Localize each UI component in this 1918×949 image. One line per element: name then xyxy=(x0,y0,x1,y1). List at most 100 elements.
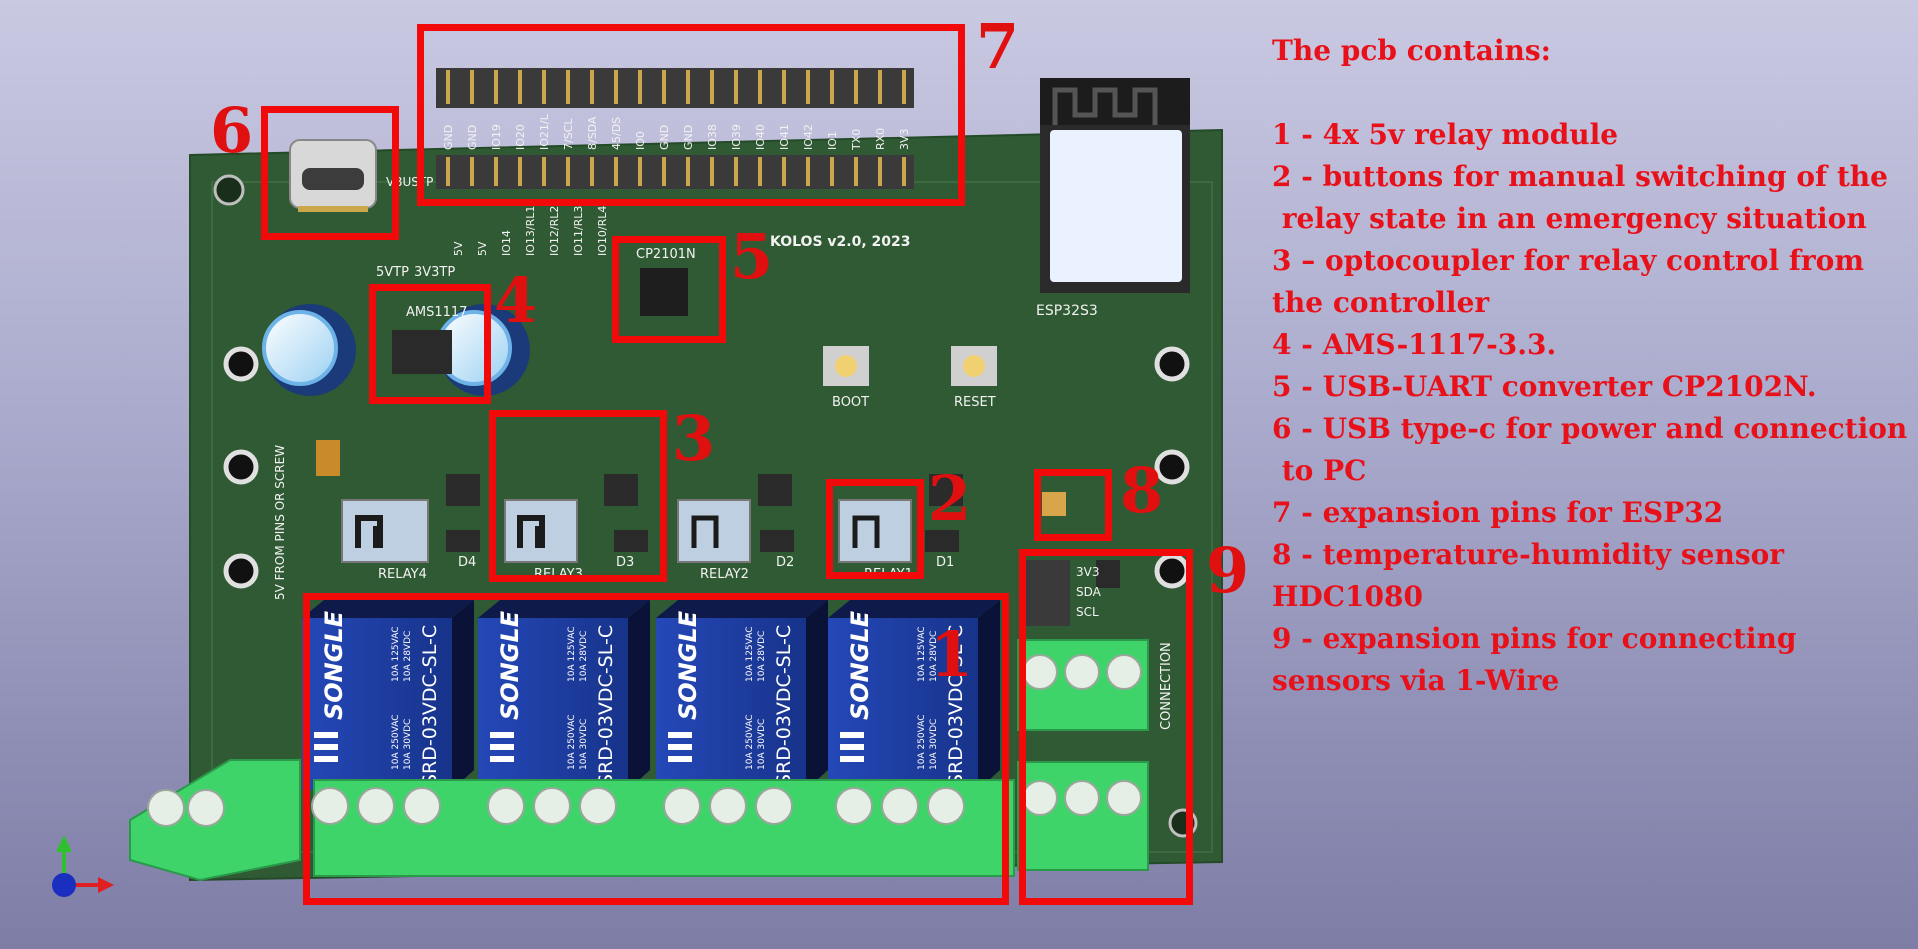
relay-rating: 10A 30VDC xyxy=(757,719,767,770)
header-pin-label: IO10/RL4 xyxy=(596,206,609,256)
usb-c-connector xyxy=(289,139,377,212)
header-pin-label: IO38 xyxy=(706,124,719,150)
electrolytic-capacitors xyxy=(262,304,530,396)
header-pin-label: GND xyxy=(682,125,695,150)
boot-label: BOOT xyxy=(832,395,869,410)
relay-rating: 10A 30VDC xyxy=(929,719,939,770)
relay-brand: SONGLE xyxy=(846,610,874,720)
diode-label: D3 xyxy=(616,555,634,570)
tp-5v-label: 5VTP xyxy=(376,265,409,280)
callout-number-6: 6 xyxy=(210,94,254,167)
legend-line-8: 6 - USB type-c for power and connection xyxy=(1272,412,1908,445)
callout-number-4: 4 xyxy=(494,264,538,337)
header-pin-label: IO14 xyxy=(500,230,513,256)
callout-box-4 xyxy=(369,284,491,404)
terminal-screw xyxy=(663,787,701,825)
header-pin-label: IO12/RL2 xyxy=(548,206,561,256)
header-pin-label: TX0 xyxy=(850,129,863,151)
terminal-screw xyxy=(755,787,793,825)
callout-number-7: 7 xyxy=(976,10,1020,83)
header-pin-label: 45/DS xyxy=(610,117,623,150)
header-pin-label: 3V3 xyxy=(898,128,911,150)
uart-chip xyxy=(640,268,688,316)
relay-rating: 10A 30VDC xyxy=(403,719,413,770)
legend-line-9: to PC xyxy=(1272,454,1367,487)
header-pin-label: IO20 xyxy=(514,124,527,150)
sensor-pin-label: SDA xyxy=(1076,585,1102,599)
smd-components xyxy=(316,440,963,506)
sensor-header xyxy=(1024,492,1120,626)
axis-gizmo-icon xyxy=(52,835,114,897)
callout-number-2: 2 xyxy=(928,462,972,535)
callout-box-2 xyxy=(826,479,924,579)
terminal-screw xyxy=(357,787,395,825)
callout-box-5 xyxy=(612,236,726,343)
diode-label: D2 xyxy=(776,555,794,570)
diode-label: D4 xyxy=(458,555,476,570)
ext-connection-label: CONNECTION xyxy=(1159,642,1174,730)
diode-label: D1 xyxy=(936,555,954,570)
callout-box-9 xyxy=(1019,549,1193,905)
esp32-module-label: ESP32S3 xyxy=(1036,303,1098,319)
header-pin-label: IO21/L xyxy=(538,113,551,150)
power-from-label: 5V FROM PINS OR SCREW xyxy=(273,445,287,600)
callout-number-5: 5 xyxy=(730,220,774,293)
relay-rating: 10A 250VAC xyxy=(745,714,755,770)
terminal-screw xyxy=(533,787,571,825)
relay-rating: 10A 28VDC xyxy=(403,631,413,682)
terminal-screw xyxy=(881,787,919,825)
legend-line-6: 4 - AMS-1117-3.3. xyxy=(1272,328,1557,361)
legend-panel: The pcb contains: 1 - 4x 5v relay module… xyxy=(1272,30,1912,702)
legend-line-7: 5 - USB-UART converter CP2102N. xyxy=(1272,370,1817,403)
relay-rating: 10A 125VAC xyxy=(917,626,927,682)
legend-line-10: 7 - expansion pins for ESP32 xyxy=(1272,496,1724,529)
terminal-screw xyxy=(1106,780,1142,816)
header-pin-label: IO19 xyxy=(490,124,503,150)
legend-line-14: sensors via 1-Wire xyxy=(1272,664,1560,697)
relay-brand: SONGLE xyxy=(496,610,524,720)
terminal-screw xyxy=(1064,654,1100,690)
relay-rating: 10A 125VAC xyxy=(567,626,577,682)
legend-line-4: 3 – optocoupler for relay control from xyxy=(1272,244,1864,277)
header-pin-label: 7/SCL xyxy=(562,118,575,150)
header-pin-label: IO13/RL1 xyxy=(524,206,537,256)
relay-model: SRD-03VDC-SL-C xyxy=(419,625,441,786)
relay-rating: 10A 30VDC xyxy=(579,719,589,770)
terminal-screw xyxy=(709,787,747,825)
reset-label: RESET xyxy=(954,395,996,410)
legend-line-5: the controller xyxy=(1272,286,1490,319)
mounting-holes xyxy=(213,174,1198,838)
callout-number-1: 1 xyxy=(930,618,974,691)
callout-box-6 xyxy=(261,106,399,240)
relay-rating: 10A 28VDC xyxy=(757,631,767,682)
sensor-pin-label: 3V3 xyxy=(1076,565,1099,579)
uart-chip-label: CP2101N xyxy=(636,247,696,262)
terminal-screw xyxy=(835,787,873,825)
esp32-module xyxy=(1040,78,1190,293)
callout-box-3 xyxy=(489,410,667,582)
relay-rating: 10A 125VAC xyxy=(745,626,755,682)
terminal-screw xyxy=(311,787,349,825)
header-pin-label: 8/SDA xyxy=(586,116,599,150)
legend-line-2: 2 - buttons for manual switching of the xyxy=(1272,160,1888,193)
legend-line-11: 8 - temperature-humidity sensor xyxy=(1272,538,1785,571)
header-pin-label: RX0 xyxy=(874,128,887,150)
relay-rating: 10A 125VAC xyxy=(391,626,401,682)
relay-label: RELAY2 xyxy=(700,567,749,582)
header-pin-label: IO40 xyxy=(754,124,767,150)
board-version-label: KOLOS v2.0, 2023 xyxy=(770,234,911,250)
sensor-pin-label: SCL xyxy=(1076,605,1099,619)
boot-reset-buttons xyxy=(823,346,997,386)
legend-line-13: 9 - expansion pins for connecting xyxy=(1272,622,1797,655)
legend-line-12: HDC1080 xyxy=(1272,580,1423,613)
terminal-screw xyxy=(927,787,965,825)
callout-box-1 xyxy=(303,593,1009,905)
tp-3v3-label: 3V3TP xyxy=(414,265,455,280)
legend-line-1: 1 - 4x 5v relay module xyxy=(1272,118,1619,151)
callout-box-7 xyxy=(417,24,965,206)
header-pin-label: GND xyxy=(466,125,479,150)
